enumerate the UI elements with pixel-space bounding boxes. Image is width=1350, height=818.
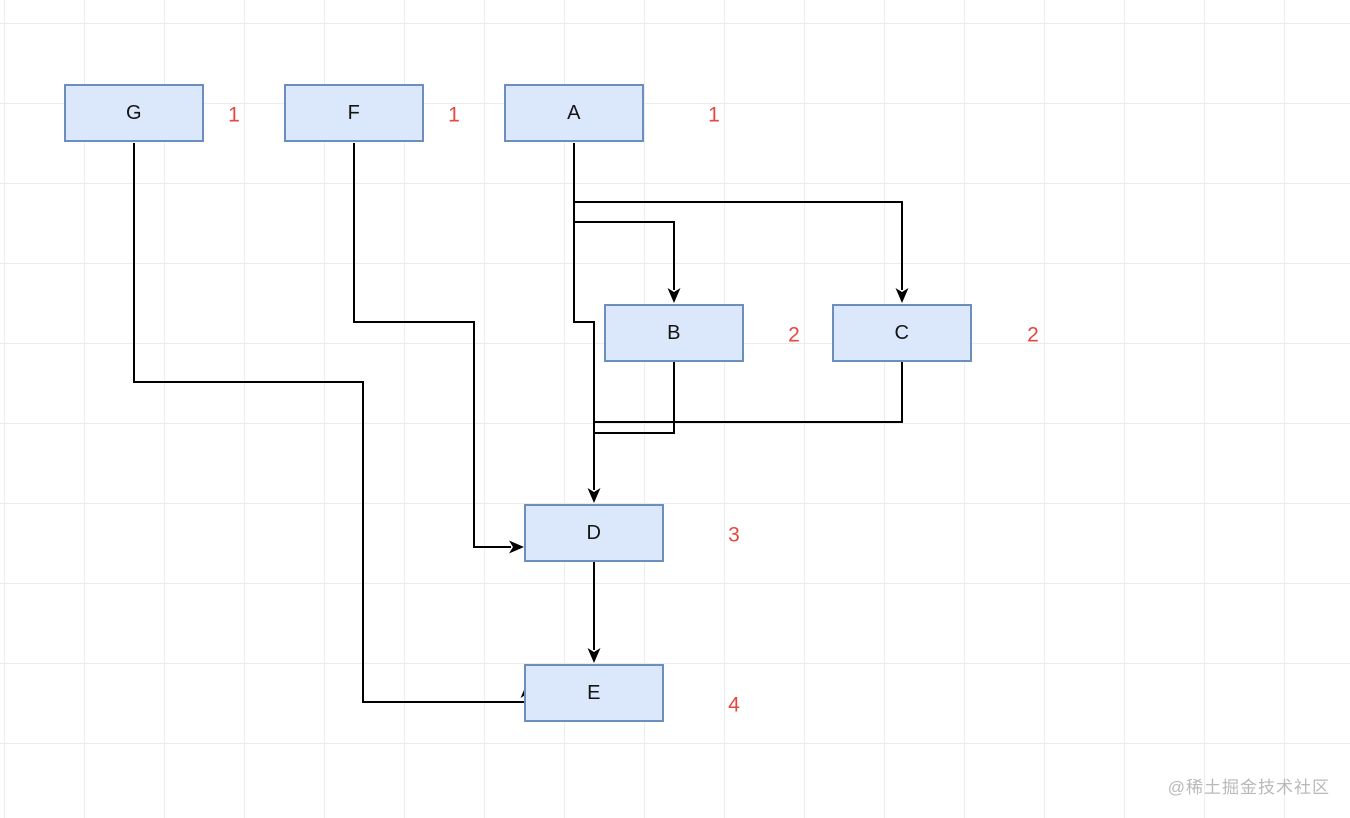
- node-C: C: [832, 304, 972, 362]
- node-D: D: [524, 504, 664, 562]
- arrowhead-D-to-E: [587, 648, 601, 663]
- level-label-1: 1: [448, 103, 460, 127]
- node-label-E: E: [587, 681, 601, 704]
- edge-F-to-D: [353, 143, 511, 548]
- level-label-2: 1: [708, 103, 720, 127]
- edge-A-to-B: [573, 143, 675, 290]
- level-label-6: 4: [728, 693, 740, 717]
- arrowhead-A-to-C: [895, 288, 909, 303]
- node-label-B: B: [667, 321, 681, 344]
- edge-A-to-D: [573, 143, 595, 490]
- level-label-0: 1: [228, 103, 240, 127]
- node-label-D: D: [586, 521, 602, 544]
- edge-A-to-C: [573, 143, 903, 290]
- level-label-4: 2: [1027, 323, 1039, 347]
- node-B: B: [604, 304, 744, 362]
- node-F: F: [284, 84, 424, 142]
- node-label-C: C: [894, 321, 910, 344]
- edge-C-to-D: [594, 362, 903, 423]
- edge-G-to-E: [133, 143, 524, 703]
- node-label-F: F: [347, 101, 361, 124]
- node-A: A: [504, 84, 644, 142]
- arrowhead-A-to-D: [587, 488, 601, 503]
- arrowhead-A-to-B: [667, 288, 681, 303]
- arrowhead-F-to-D: [509, 540, 524, 554]
- node-E: E: [524, 664, 664, 722]
- level-label-3: 2: [788, 323, 800, 347]
- level-label-5: 3: [728, 523, 740, 547]
- watermark: @稀土掘金技术社区: [1167, 778, 1330, 797]
- edge-B-to-D: [594, 362, 675, 434]
- node-G: G: [64, 84, 204, 142]
- node-label-A: A: [567, 101, 581, 124]
- node-label-G: G: [125, 101, 143, 124]
